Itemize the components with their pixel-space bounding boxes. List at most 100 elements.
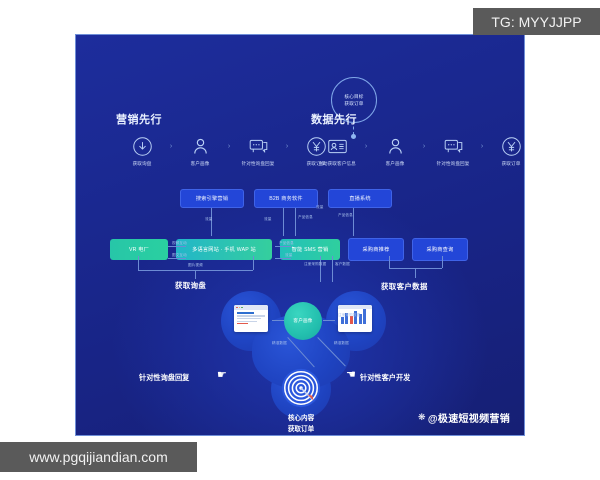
flow-step-right-3: 针对性询盘回复 xyxy=(427,135,479,167)
flow-step-right-2-label: 客户画像 xyxy=(385,161,405,166)
product-box-buyer-recommend[interactable]: 采购商推荐 xyxy=(348,238,404,261)
flow-title-right: 数据先行 xyxy=(311,114,357,126)
target-icon xyxy=(280,367,322,409)
connector-line xyxy=(272,320,284,321)
customer-data-chart-card xyxy=(338,305,372,332)
download-cloud-icon xyxy=(131,135,153,157)
id-card-icon xyxy=(326,135,348,157)
connector-line xyxy=(332,256,333,282)
persona-label: 客户画像 xyxy=(293,318,313,323)
product-box-buyer-query[interactable]: 采购商查询 xyxy=(412,238,468,261)
flow-separator: › xyxy=(169,143,173,150)
flow-step-left-1: 获取询盘 xyxy=(116,135,168,167)
product-box-website[interactable]: 多语言网站 · 手机 WAP 站 xyxy=(176,239,272,260)
flow-step-left-2-label: 客户画像 xyxy=(190,161,210,166)
person-icon xyxy=(384,135,406,157)
flow-steps-left: 获取询盘 › 客户画像 › xyxy=(116,135,342,167)
core-goal-circle: 核心目标 获取订单 xyxy=(331,77,377,123)
flow-separator: › xyxy=(364,143,368,150)
inquiry-document-card xyxy=(234,305,268,332)
flow-step-right-1-label: 主动获取客户信息 xyxy=(318,161,356,166)
flow-step-right-4-label: 获取订单 xyxy=(501,161,521,166)
channel-button-live[interactable]: 直播系统 xyxy=(328,189,392,208)
connector-label-product-info: 产品信息 xyxy=(338,213,353,217)
connector-line xyxy=(253,256,254,270)
flow-step-left-3-label: 针对性询盘回复 xyxy=(241,161,275,166)
connector-line xyxy=(320,256,321,282)
flow-step-left-2: 客户画像 xyxy=(174,135,226,167)
connector-line xyxy=(275,258,291,259)
funnel-label-precise-data-left: 精准数据 xyxy=(272,341,287,345)
infographic-poster: 核心目标 获取订单 营销先行 获取询盘 › xyxy=(75,34,525,436)
yen-circle-icon xyxy=(500,135,522,157)
chat-bubbles-icon xyxy=(442,135,464,157)
watermark-text: @极速短视频营销 xyxy=(427,414,510,425)
flow-step-left-1-label: 获取询盘 xyxy=(132,161,152,166)
connector-label-text-interact: 图文互动 xyxy=(172,253,187,257)
funnel-caption-right: 针对性客户开发 xyxy=(360,373,411,382)
person-icon xyxy=(189,135,211,157)
hand-pointer-right-icon: ☚ xyxy=(346,369,356,381)
funnel-label-precise-data-right: 精准数据 xyxy=(334,341,349,345)
core-goal-dot xyxy=(350,134,356,139)
core-goal-line1: 核心目标 xyxy=(344,93,364,99)
connector-line xyxy=(283,208,284,236)
connector-label-customer-data: 客户数据 xyxy=(335,262,350,266)
flow-separator: › xyxy=(422,143,426,150)
connector-line xyxy=(295,208,296,236)
channel-button-row: 搜索引擎营销 B2B 商务软件 直播系统 xyxy=(180,189,392,208)
tg-tag-overlay: TG: MYYJJPP xyxy=(473,8,600,35)
funnel-bottom-line2: 获取订单 xyxy=(287,426,315,434)
connector-label-purchase-data: 注册采购数据 xyxy=(304,262,327,266)
connector-label-image-video: 图片视频 xyxy=(188,263,203,267)
funnel-diagram: 客户画像 注册采购数据 精准数据 精准数据 针对性询盘回复 ☛ ☚ 针对性客户开… xyxy=(76,263,524,435)
funnel-bottom-caption: 核心内容 获取订单 xyxy=(76,413,524,435)
connector-label-product-info: 产品信息 xyxy=(298,215,313,219)
flow-step-right-2: 客户画像 xyxy=(369,135,421,167)
watermark: ❋ @极速短视频营销 xyxy=(418,410,510,425)
yen-circle-icon xyxy=(305,135,327,157)
connector-line xyxy=(353,208,354,236)
connector-label-product-info: 产品信息 xyxy=(279,241,294,245)
flow-step-left-3: 针对性询盘回复 xyxy=(232,135,284,167)
funnel-bottom-line1: 核心内容 xyxy=(287,415,315,422)
funnel-caption-left: 针对性询盘回复 xyxy=(139,373,190,382)
connector-label-traffic: 流量 xyxy=(205,217,213,221)
connector-label-traffic: 流量 xyxy=(285,253,293,257)
connector-line xyxy=(168,258,186,259)
product-box-vr[interactable]: VR 电厂 xyxy=(110,239,168,260)
flow-step-right-3-label: 针对性询盘回复 xyxy=(436,161,470,166)
connector-line xyxy=(415,268,416,278)
flow-separator: › xyxy=(285,143,289,150)
group-caption-left: 获取询盘 xyxy=(175,281,207,290)
product-box-sms[interactable]: 智能 SMS 营销 xyxy=(280,239,340,260)
flow-step-left-4: 获取订单 xyxy=(290,135,342,167)
watermark-logo-icon: ❋ xyxy=(418,412,426,422)
chat-bubbles-icon xyxy=(247,135,269,157)
connector-line xyxy=(275,246,291,247)
persona-circle: 客户画像 xyxy=(284,302,322,340)
connector-line xyxy=(389,256,390,268)
flow-data-first: 数据先行 主动获取客户信息 › xyxy=(311,111,524,167)
flow-step-right-4: 获取订单 xyxy=(485,135,524,167)
core-goal-connector xyxy=(353,121,354,135)
connector-label-traffic: 流量 xyxy=(316,205,324,209)
core-goal-line2: 获取订单 xyxy=(344,101,364,106)
connector-line xyxy=(138,256,139,270)
flow-marketing-first: 营销先行 获取询盘 › xyxy=(116,111,342,167)
flow-steps-right: 主动获取客户信息 › 客户画像 › xyxy=(311,135,524,167)
product-box-row: VR 电厂 多语言网站 · 手机 WAP 站 智能 SMS 营销 采购商推荐 采… xyxy=(110,238,468,261)
channel-button-b2b[interactable]: B2B 商务软件 xyxy=(254,189,318,208)
flow-step-left-4-label: 获取订单 xyxy=(306,161,326,166)
connector-line xyxy=(442,256,443,268)
funnel-label-purchase-data: 注册采购数据 xyxy=(338,313,361,317)
channel-button-sem[interactable]: 搜索引擎营销 xyxy=(180,189,244,208)
group-caption-right: 获取客户数据 xyxy=(381,282,428,291)
flow-separator: › xyxy=(480,143,484,150)
connector-line xyxy=(323,320,335,321)
connector-line xyxy=(211,208,212,236)
connector-line xyxy=(195,270,196,279)
connector-label-video-interact: 视频互动 xyxy=(172,241,187,245)
flow-separator: › xyxy=(227,143,231,150)
